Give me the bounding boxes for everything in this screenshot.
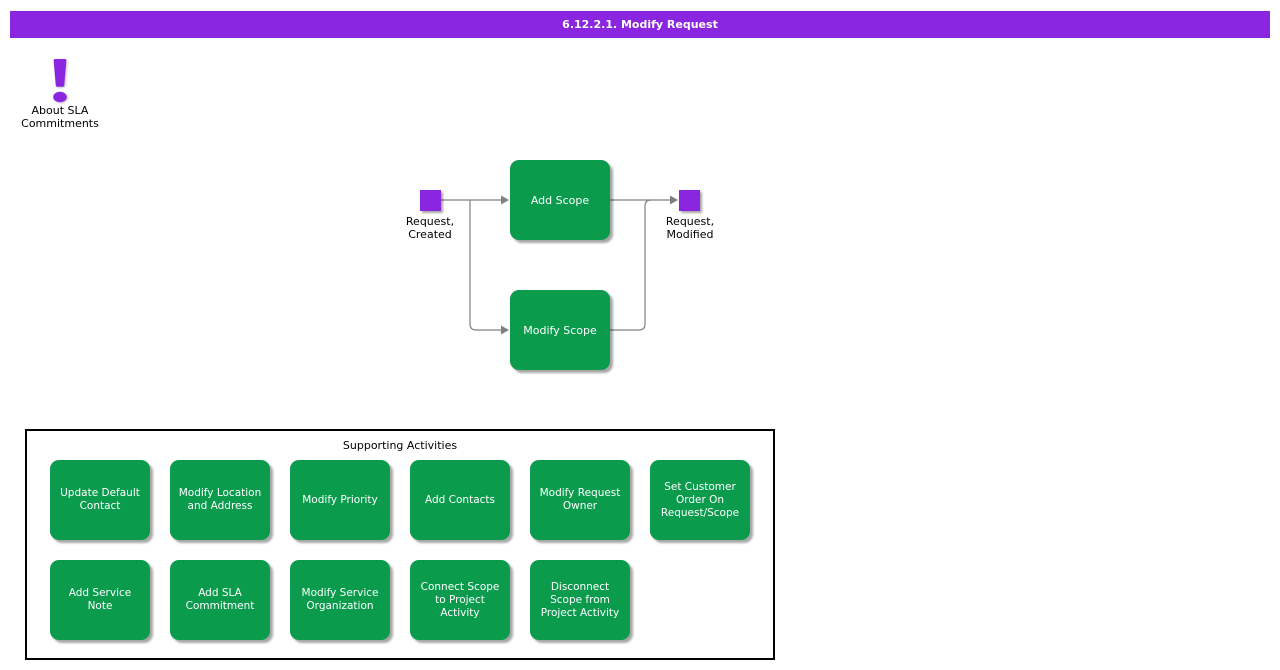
button-update-default-contact[interactable]: Update Default Contact [50,460,150,540]
button-disconnect-scope-from-project-activity[interactable]: Disconnect Scope from Project Activity [530,560,630,640]
supporting-activities-panel: Supporting Activities Update Default Con… [25,429,775,660]
button-modify-request-owner[interactable]: Modify Request Owner [530,460,630,540]
button-add-service-note[interactable]: Add Service Note [50,560,150,640]
button-modify-location-and-address[interactable]: Modify Location and Address [170,460,270,540]
event-request-created[interactable] [420,190,441,211]
button-modify-priority[interactable]: Modify Priority [290,460,390,540]
button-connect-scope-to-project-activity[interactable]: Connect Scope to Project Activity [410,560,510,640]
connector-created-to-modifyscope [469,200,501,331]
arrowhead [501,195,509,205]
connector-modifyscope-to-modified [610,199,652,331]
event-request-created-label: Request, Created [405,215,455,241]
exclamation-icon[interactable] [45,56,75,106]
activity-add-scope[interactable]: Add Scope [510,160,610,240]
about-sla-commitments-link[interactable]: About SLA Commitments [21,104,99,130]
button-add-sla-commitment[interactable]: Add SLA Commitment [170,560,270,640]
page-title: 6.12.2.1. Modify Request [10,11,1270,38]
event-request-modified[interactable] [679,190,700,211]
button-add-contacts[interactable]: Add Contacts [410,460,510,540]
button-set-customer-order[interactable]: Set Customer Order On Request/Scope [650,460,750,540]
activity-modify-scope[interactable]: Modify Scope [510,290,610,370]
supporting-activities-title: Supporting Activities [342,439,458,452]
event-request-modified-label: Request, Modified [665,215,715,241]
arrowhead [501,325,509,335]
arrowhead [670,195,678,205]
button-modify-service-organization[interactable]: Modify Service Organization [290,560,390,640]
